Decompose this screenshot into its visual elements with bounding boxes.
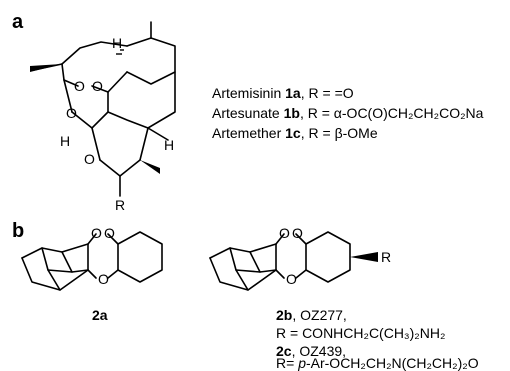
atom-o-ring: O xyxy=(66,105,77,121)
caption-2b: 2b, OZ277, xyxy=(276,307,347,323)
atom-h-right: H xyxy=(164,137,174,153)
caption-artemether: Artemether 1c, R = β-OMe xyxy=(212,125,378,141)
ozonide-2b-2c-structure xyxy=(209,231,378,291)
atom-2b-o-top-left: O xyxy=(279,225,290,241)
caption-artemisinin: Artemisinin 1a, R = =O xyxy=(212,85,354,101)
atom-2b-o-top-right: O xyxy=(292,225,303,241)
caption-2c: 2c, OZ439, xyxy=(276,343,346,359)
atom-o-peroxide-1: O xyxy=(74,78,85,94)
ozonide-2a-structure xyxy=(21,231,163,291)
artemisinin-structure xyxy=(30,21,176,197)
atom-h-left: H xyxy=(60,133,70,149)
atom-2a-o-top-left: O xyxy=(91,225,102,241)
caption-artesunate: Artesunate 1b, R = α-OC(O)CH₂CH₂CO₂Na xyxy=(212,105,484,121)
label-2a: 2a xyxy=(92,307,108,323)
atom-h-top: H xyxy=(112,35,122,51)
atom-r: R xyxy=(115,197,125,213)
atom-o-peroxide-2: O xyxy=(92,78,103,94)
atom-2a-o-bottom: O xyxy=(98,271,109,287)
atom-2a-o-top-right: O xyxy=(104,225,115,241)
atom-2b-o-bottom: O xyxy=(286,271,297,287)
atom-o-lower: O xyxy=(84,151,95,167)
caption-2b-r: R = CONHCH₂C(CH₃)₂NH₂ xyxy=(276,325,445,341)
panel-label-a: a xyxy=(12,11,24,33)
panel-label-b: b xyxy=(12,220,24,242)
caption-2c-r: R= p-Ar-OCH₂CH₂N(CH₂CH₂)₂O xyxy=(276,355,479,371)
stereo-hash xyxy=(116,49,124,55)
atom-2b-r: R xyxy=(381,249,391,265)
